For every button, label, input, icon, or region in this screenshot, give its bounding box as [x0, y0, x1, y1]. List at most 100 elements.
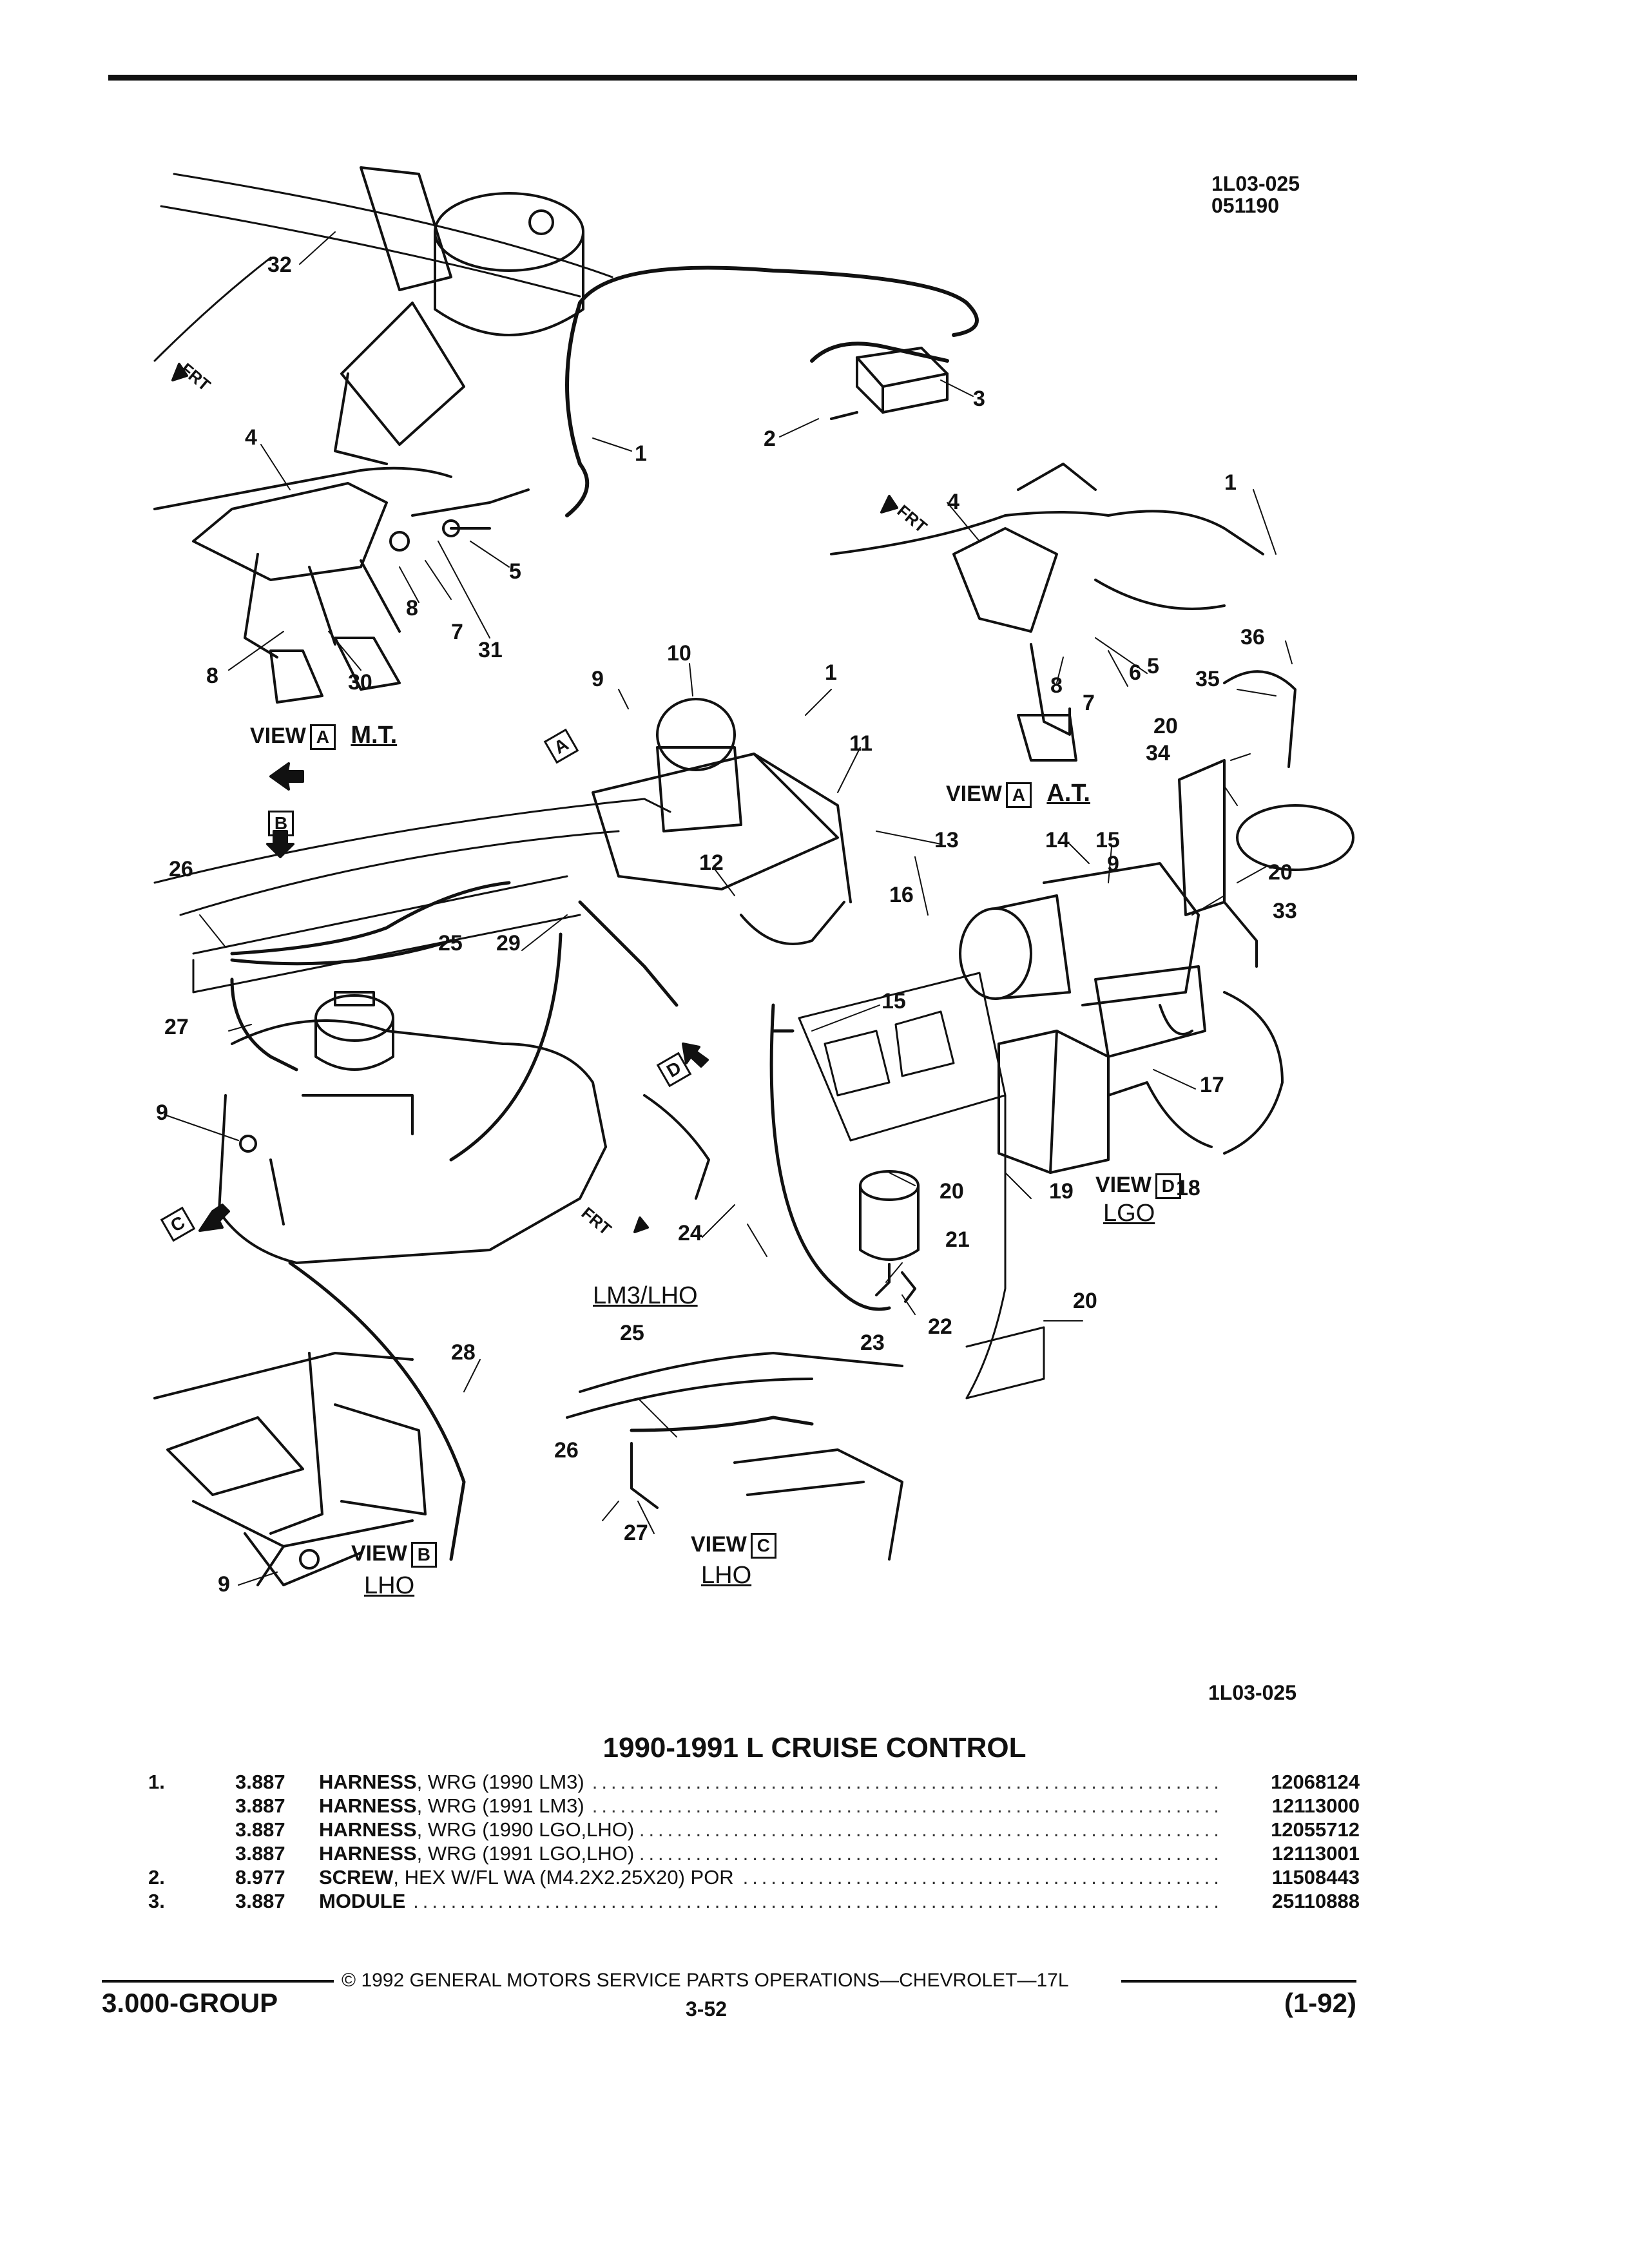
callout-number: 28	[451, 1340, 476, 1365]
servo-upper	[592, 698, 852, 945]
callout-number: 14	[1045, 828, 1070, 852]
servo-16	[959, 862, 1206, 1058]
view-letter: A	[1005, 782, 1032, 808]
callout-number: 33	[1273, 899, 1297, 923]
callout-number: 9	[1107, 852, 1119, 876]
callout-number: 19	[1049, 1179, 1074, 1204]
part-spec: , WRG (1990 LM3)	[416, 1771, 584, 1793]
view-letter: D	[1155, 1173, 1181, 1199]
revision-date: (1-92)	[1284, 1988, 1356, 2018]
callout-number: 8	[206, 664, 218, 688]
callout-number: 26	[169, 857, 193, 881]
part-number: 12113000	[1271, 1794, 1360, 1817]
callout-number: 9	[592, 667, 604, 691]
part-name: MODULE	[319, 1890, 406, 1912]
callout-number: 25	[438, 931, 463, 956]
direction-arrows	[171, 363, 898, 1233]
footer-rule-left	[102, 1980, 334, 1983]
callout-number: 27	[624, 1521, 648, 1545]
group-label: 3.000-GROUP	[102, 1988, 278, 2018]
callout-number: 11	[849, 731, 872, 756]
part-spec: , WRG (1991 LM3)	[416, 1794, 584, 1817]
module-part	[830, 347, 949, 420]
callout-number: 26	[554, 1438, 579, 1463]
view-b-sub: LHO	[364, 1572, 415, 1599]
callout-number: 27	[164, 1015, 189, 1039]
parts-row: 2. 8.977 SCREW, HEX W/FL WA (M4.2X2.25X20)…	[148, 1866, 1360, 1890]
callout-number: 4	[245, 425, 257, 450]
view-letter: B	[410, 1542, 437, 1568]
callout-number: 29	[496, 931, 521, 956]
callout-number: 20	[1153, 714, 1178, 738]
callout-number: 8	[406, 596, 418, 620]
figure-date-code: 051190	[1211, 194, 1280, 217]
dashboard-outline	[153, 173, 613, 362]
module-19	[998, 991, 1284, 1174]
callout-number: 1	[1224, 470, 1237, 495]
steering-column	[334, 166, 584, 465]
group-number: 3.887	[235, 1842, 285, 1865]
parts-row: 3.887 HARNESS, WRG (1991 LM3) 12113000	[148, 1794, 1360, 1818]
part-description: SCREW, HEX W/FL WA (M4.2X2.25X20) POR	[319, 1866, 1231, 1889]
group-number: 3.887	[235, 1794, 285, 1817]
group-number: 3.887	[235, 1890, 285, 1912]
view-a-at-pedals	[830, 463, 1264, 762]
callout-number: 24	[678, 1221, 702, 1245]
view-sub: A.T.	[1046, 780, 1090, 807]
part-name: HARNESS	[319, 1842, 417, 1865]
callout-number: 8	[1050, 673, 1063, 698]
callout-number: 5	[509, 559, 521, 584]
figure-code-top: 1L03-025	[1211, 172, 1300, 195]
view-letter: C	[750, 1533, 776, 1559]
callout-number: 23	[860, 1331, 885, 1355]
callout-number: 22	[928, 1314, 952, 1339]
servo-bracket	[1178, 670, 1354, 968]
view-sub: M.T.	[351, 722, 398, 749]
vacuum-canister	[859, 1170, 920, 1303]
callout-number: 30	[348, 670, 372, 695]
item-number: 3.	[148, 1890, 165, 1912]
view-word: VIEW	[1095, 1173, 1152, 1197]
callout-number: 3	[973, 387, 985, 411]
copyright-line: © 1992 GENERAL MOTORS SERVICE PARTS OPER…	[342, 1970, 1069, 1991]
callout-number: 9	[218, 1572, 230, 1597]
view-word: VIEW	[351, 1541, 407, 1566]
parts-row: 3. 3.887 MODULE 25110888	[148, 1890, 1360, 1914]
part-name: HARNESS	[319, 1771, 417, 1793]
callout-number: 36	[1240, 625, 1265, 649]
part-spec: , HEX W/FL WA (M4.2X2.25X20) POR	[393, 1866, 734, 1888]
part-number: 25110888	[1271, 1890, 1360, 1912]
part-number: 11508443	[1271, 1866, 1360, 1888]
view-marker-b: B	[268, 811, 294, 836]
top-rule	[108, 75, 1357, 81]
callout-number: 6	[1129, 660, 1141, 685]
callout-number: 9	[156, 1100, 168, 1125]
callout-number: 35	[1195, 667, 1220, 691]
cowl-panel	[153, 798, 671, 994]
view-word: VIEW	[946, 782, 1002, 806]
callout-number: 20	[1073, 1289, 1097, 1313]
part-spec: , WRG (1991 LGO,LHO)	[416, 1842, 635, 1865]
callout-number: 10	[667, 641, 691, 666]
callout-number: 32	[267, 253, 292, 277]
part-name: SCREW	[319, 1866, 394, 1888]
engine-throttle-body	[218, 991, 710, 1264]
callout-number: 2	[764, 427, 776, 451]
part-description: HARNESS, WRG (1991 LM3)	[319, 1794, 1231, 1818]
callout-number: 5	[1147, 654, 1159, 678]
callout-number: 20	[1268, 860, 1293, 885]
callout-number: 25	[620, 1321, 644, 1345]
part-name: HARNESS	[319, 1818, 417, 1841]
item-number: 2.	[148, 1866, 165, 1888]
group-number: 3.887	[235, 1818, 285, 1841]
part-number: 12068124	[1271, 1771, 1360, 1793]
callout-number: 20	[940, 1179, 964, 1204]
servo-cables	[230, 881, 891, 1561]
group-number: 8.977	[235, 1866, 285, 1888]
callout-number: 21	[945, 1227, 970, 1252]
figure-code-bottom: 1L03-025	[1208, 1681, 1296, 1704]
